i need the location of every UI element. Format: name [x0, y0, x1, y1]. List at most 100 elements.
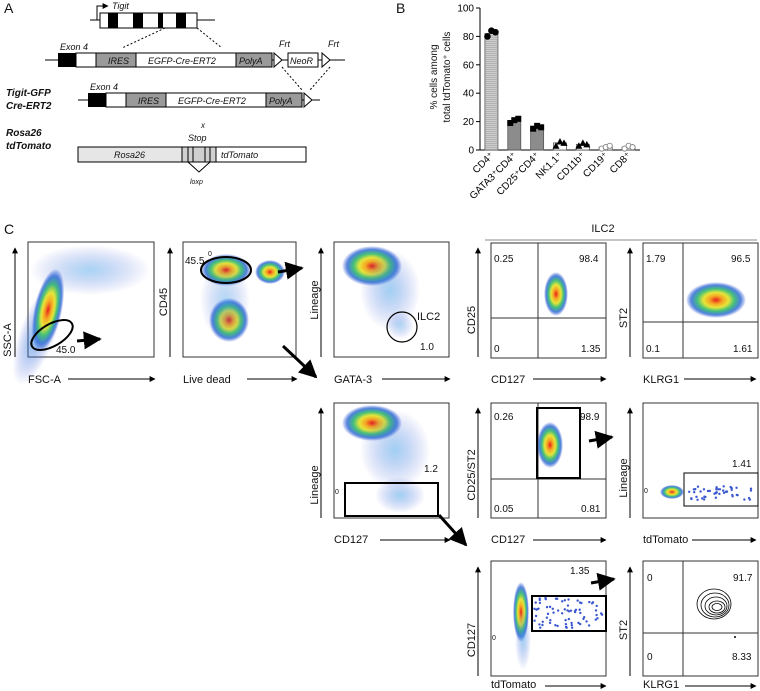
gate-value: 1.41: [732, 459, 752, 470]
facs-plot-4: 0.25 98.4 0 1.35 CD25 CD127: [466, 242, 607, 386]
q-lr: 8.33: [732, 652, 752, 663]
event-dot: [541, 620, 544, 623]
event-dot: [716, 488, 720, 491]
event-dot: [545, 605, 549, 609]
allele-exon-label: Exon 4: [90, 82, 118, 92]
loxp-label: loxp: [190, 179, 203, 186]
event-dot: [551, 607, 554, 610]
panel-b-ylabel-line1: % cells among: [429, 44, 440, 109]
y-tick-label: 100: [457, 4, 474, 15]
event-dot: [590, 602, 594, 605]
event-dot: [715, 490, 718, 494]
x-tick-label: CD8⁺: [608, 150, 634, 176]
tick-zero: 0: [208, 251, 212, 258]
allele-name-line1: Tigit-GFP: [6, 88, 51, 99]
panel-b-letter: B: [396, 0, 405, 16]
q-lr: 1.35: [581, 344, 601, 355]
event-dot: [695, 495, 698, 499]
data-point: [560, 139, 568, 146]
x-tick-label: CD19⁺: [581, 150, 611, 180]
y-axis-label: Lineage: [309, 280, 321, 319]
q-ll: 0: [494, 344, 500, 355]
gate-value: 1.35: [570, 566, 590, 577]
event-dot: [576, 599, 579, 602]
panel-b-ylabel-line2: total tdTomato⁺ cells: [442, 32, 453, 123]
event-dot: [533, 619, 536, 622]
facs-plot-7: 0.26 98.9 0.05 0.81 CD25/ST2 CD127: [466, 402, 614, 546]
q-ur: 98.9: [580, 412, 600, 423]
event-dot: [714, 496, 718, 499]
event-dot: [703, 495, 706, 498]
gate-value: 1.2: [424, 464, 438, 475]
q-ul: 1.79: [646, 254, 666, 265]
ilc2-header: ILC2: [591, 223, 614, 235]
facs-plot-1: 45.0 SSC-A FSC-A: [2, 241, 156, 386]
event-dot: [747, 496, 751, 500]
y-axis-label: ST2: [618, 308, 630, 328]
event-dot: [715, 488, 718, 491]
data-point: [534, 122, 541, 129]
event-dot: [688, 490, 691, 493]
x-axis-label: KLRG1: [643, 679, 679, 691]
y-axis-label: CD25/ST2: [466, 449, 478, 500]
event-dot: [718, 492, 721, 496]
event-dot: [567, 610, 571, 613]
targeting-exon-label: Exon 4: [60, 42, 88, 52]
q-ul: 0.25: [494, 254, 514, 265]
event-dot: [735, 493, 739, 497]
targeting-ires-label: IRES: [108, 56, 129, 66]
rosa26-label: Rosa26: [114, 150, 145, 160]
event-dot: [548, 621, 552, 625]
event-dot: [693, 491, 696, 494]
scatter-events: [533, 596, 604, 629]
tick-zero: 0: [492, 635, 496, 642]
frt-label-2: Frt: [328, 39, 339, 49]
targeting-vector: Exon 4 IRES EGFP-Cre-ERT2 PolyA NeoR Frt…: [45, 39, 345, 91]
event-dot: [696, 498, 699, 501]
q-ur: 96.5: [731, 254, 751, 265]
y-axis-label: SSC-A: [2, 323, 14, 357]
event-dot: [533, 607, 536, 610]
rosa-x-label: x: [200, 121, 206, 130]
y-tick-label: 20: [463, 117, 475, 128]
facs-plot-10: 0 91.7 0 8.33 ST2 KLRG1: [618, 560, 759, 691]
q-ll: 0: [647, 652, 653, 663]
q-ul: 0: [647, 573, 653, 584]
x-axis-label: tdTomato: [643, 534, 688, 546]
event-dot: [563, 599, 567, 602]
event-dot: [580, 601, 583, 605]
tigit-gene-label: Tigit: [112, 1, 129, 11]
event-dot: [570, 626, 574, 629]
event-dot: [545, 616, 549, 619]
event-dot: [725, 490, 729, 493]
event-dot: [570, 621, 573, 625]
event-dot: [549, 618, 552, 622]
event-dot: [534, 601, 537, 604]
data-point: [629, 144, 636, 151]
y-tick-label: 40: [463, 89, 475, 100]
facs-plot-5: 1.79 96.5 0.1 1.61 ST2 KLRG1: [618, 242, 759, 386]
x-axis-label: tdTomato: [491, 679, 536, 691]
facs-plot-3: ILC2 1.0 Lineage GATA-3: [281, 241, 451, 386]
ilc2-gate: [386, 311, 418, 343]
panel-c-letter: C: [4, 221, 14, 237]
event-dot: [702, 488, 706, 491]
event-dot: [694, 487, 697, 491]
event-dot: [749, 489, 753, 492]
tdtomato-label: tdTomato: [221, 150, 258, 160]
event-dot: [722, 491, 726, 495]
event-dot: [708, 489, 712, 493]
event-dot: [587, 624, 591, 627]
y-axis-label: Lineage: [309, 465, 321, 504]
panel-c: C ILC2 45.0 SSC-A FSC-A 45.5 0: [2, 221, 759, 691]
event-dot: [544, 596, 547, 600]
event-dot: [699, 490, 702, 493]
event-dot: [534, 614, 538, 618]
q-ur: 91.7: [733, 573, 753, 584]
targeting-cassette-label: EGFP-Cre-ERT2: [148, 56, 216, 66]
targeting-neo-label: NeoR: [290, 56, 314, 66]
allele-cassette-label: EGFP-Cre-ERT2: [178, 96, 246, 106]
event-dot: [595, 613, 598, 617]
event-dot: [567, 598, 570, 601]
